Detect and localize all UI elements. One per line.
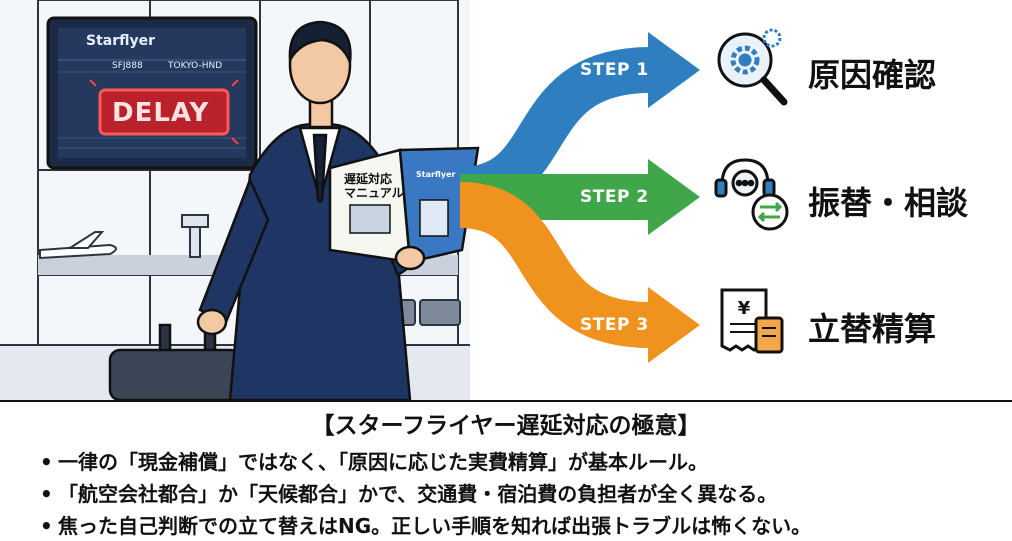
svg-text:¥: ¥ xyxy=(738,298,751,319)
delay-badge-bg xyxy=(98,88,230,136)
summary-bullet-text: 焦った自己判断での立て替えはNG。正しい手順を知れば出張トラブルは怖くない。 xyxy=(58,514,812,538)
section-divider xyxy=(0,400,1012,402)
step-2-title: 振替・相談 xyxy=(808,184,969,222)
summary-bullet-1: •一律の「現金補償」ではなく、「原因に応じた実費精算」が基本ルール。 xyxy=(40,446,1000,475)
board-brand: Starflyer xyxy=(86,33,156,49)
summary-bullet-text: 「航空会社都合」か「天候都合」かで、交通費・宿泊費の負担者が全く異なる。 xyxy=(58,482,778,506)
illustration-svg: ¥ xyxy=(0,0,789,402)
illustration-scene: ¥ Starflyer SFJ888 TOKYO-HND DELAY 遅延対応 … xyxy=(0,0,969,402)
summary-bullet-text: 一律の「現金補償」ではなく、「原因に応じた実費精算」が基本ルール。 xyxy=(58,450,708,474)
summary-section: 【スターフライヤー遅延対応の極意】 •一律の「現金補償」ではなく、「原因に応じた… xyxy=(0,404,1012,541)
bullet-dot: • xyxy=(40,450,53,474)
airplane-silhouette xyxy=(39,231,117,260)
open-manual xyxy=(328,146,480,271)
manual-cover-brand: Starflyer xyxy=(416,170,456,179)
yen-receipt-icon: ¥ xyxy=(720,288,784,354)
headset-exchange-icon xyxy=(714,158,789,231)
step-1-label: STEP 1 xyxy=(580,60,649,80)
magnifier-gear-icon xyxy=(717,28,788,106)
step-1-title: 原因確認 xyxy=(808,56,937,94)
control-tower xyxy=(181,214,209,258)
flight-board xyxy=(46,16,258,170)
bullet-dot: • xyxy=(40,514,53,538)
manual-title-line1: 遅延対応 xyxy=(344,172,393,186)
board-route: TOKYO-HND xyxy=(168,61,223,71)
summary-title: 【スターフライヤー遅延対応の極意】 xyxy=(311,413,701,439)
summary-bullet-3: •焦った自己判断での立て替えはNG。正しい手順を知れば出張トラブルは怖くない。 xyxy=(40,510,1000,539)
summary-bullet-2: •「航空会社都合」か「天候都合」かで、交通費・宿泊費の負担者が全く異なる。 xyxy=(40,478,1000,507)
step-2-label: STEP 2 xyxy=(580,187,649,207)
step-3-label: STEP 3 xyxy=(580,315,649,335)
bullet-dot: • xyxy=(40,482,53,506)
board-flight-number: SFJ888 xyxy=(112,61,143,71)
step-arrows xyxy=(458,32,700,363)
delay-status: DELAY xyxy=(112,98,210,128)
manual-title-line2: マニュアル xyxy=(344,186,404,200)
step-3-title: 立替精算 xyxy=(808,310,937,348)
